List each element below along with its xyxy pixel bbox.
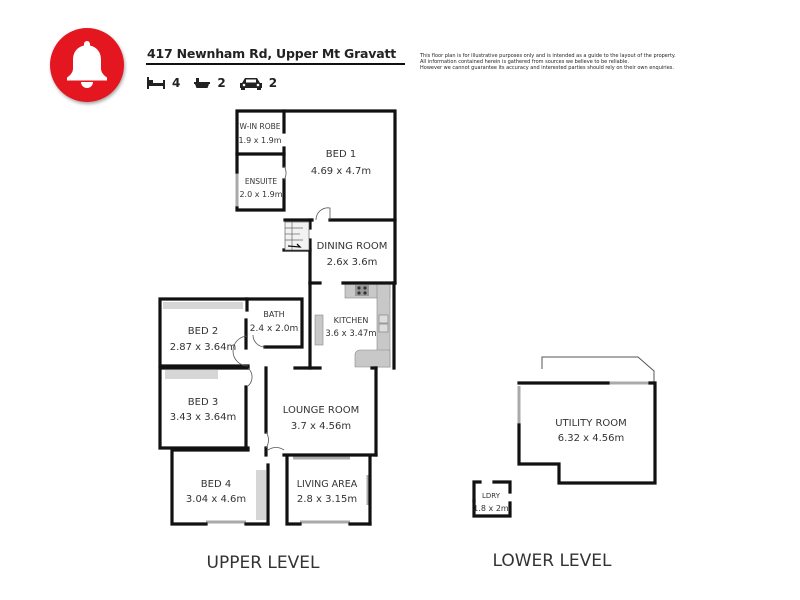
room-size: 3.6 x 3.47m [325, 329, 376, 339]
disclaimer: This floor plan is for illustrative purp… [420, 53, 795, 71]
room-size: 6.32 x 4.56m [558, 433, 625, 444]
cars-feature: 2 [239, 76, 278, 90]
cars-count: 2 [268, 76, 278, 90]
room-bed1: BED 1 4.69 x 4.7m [311, 149, 371, 177]
walls-lower [472, 381, 657, 518]
bathrooms-count: 2 [217, 76, 226, 90]
windows-lower [517, 381, 650, 425]
room-size: 2.4 x 2.0m [250, 324, 298, 334]
deck-outline [541, 356, 655, 382]
property-address: 417 Newnham Rd, Upper Mt Gravatt [147, 46, 397, 61]
bedrooms-count: 4 [172, 76, 181, 90]
room-lounge: LOUNGE ROOM 3.7 x 4.56m [283, 405, 359, 432]
room-bath: BATH 2.4 x 2.0m [250, 310, 298, 334]
bedrooms-feature: 4 [147, 76, 180, 90]
room-size: 4.69 x 4.7m [311, 166, 371, 177]
room-name: LOUNGE ROOM [283, 405, 359, 416]
room-size: 3.43 x 3.64m [170, 412, 237, 423]
room-ensuite: ENSUITE 2.0 x 1.9m [239, 177, 282, 199]
room-size: 1.9 x 1.9m [238, 136, 281, 145]
room-size: 2.6x 3.6m [327, 257, 378, 268]
agency-logo [50, 28, 124, 102]
disclaimer-line: All information contained herein is gath… [420, 59, 629, 65]
car-icon [239, 77, 262, 90]
stairs [284, 221, 310, 251]
door-swings [232, 165, 331, 451]
room-kitchen: KITCHEN 3.6 x 3.47m [325, 316, 376, 339]
bed-icon [147, 77, 165, 89]
disclaimer-line: This floor plan is for illustrative purp… [420, 53, 676, 59]
lower-level-plan: UTILITY ROOM 6.32 x 4.56m LDRY 1.8 x 2m … [472, 356, 657, 571]
upper-level-plan: W-IN ROBE 1.9 x 1.9m ENSUITE 2.0 x 1.9m … [158, 109, 397, 573]
upper-level-title: UPPER LEVEL [207, 553, 320, 573]
room-dining: DINING ROOM 2.6x 3.6m [317, 241, 388, 268]
room-name: UTILITY ROOM [555, 418, 627, 429]
room-name: BED 3 [188, 397, 218, 408]
room-size: 3.04 x 4.6m [186, 494, 246, 505]
room-name: KITCHEN [334, 316, 369, 325]
bathrooms-feature: 2 [194, 76, 226, 90]
room-name: BED 2 [188, 326, 218, 337]
room-name: BATH [263, 310, 284, 319]
room-name: ENSUITE [245, 177, 277, 186]
room-name: LDRY [482, 492, 501, 500]
disclaimer-line: However we cannot guarantee its accuracy… [420, 65, 674, 71]
room-name: BED 4 [201, 479, 231, 490]
wardrobe-shelves [163, 302, 266, 520]
lower-level-title: LOWER LEVEL [492, 551, 612, 571]
room-name: LIVING AREA [297, 479, 358, 490]
sink-icon [378, 314, 389, 333]
room-size: 2.0 x 1.9m [239, 190, 282, 199]
address-underline [146, 63, 405, 65]
room-size: 2.8 x 3.15m [297, 494, 357, 505]
room-bed3: BED 3 3.43 x 3.64m [170, 397, 237, 423]
room-living: LIVING AREA 2.8 x 3.15m [297, 479, 358, 505]
bath-icon [194, 78, 211, 88]
room-name: DINING ROOM [317, 241, 388, 252]
room-size: 3.7 x 4.56m [291, 421, 351, 432]
walls-upper [158, 109, 397, 526]
room-walkin-robe: W-IN ROBE 1.9 x 1.9m [238, 122, 281, 145]
bell-icon [67, 41, 107, 88]
room-size: 1.8 x 2m [473, 504, 509, 513]
room-size: 2.87 x 3.64m [170, 342, 237, 353]
room-bed2: BED 2 2.87 x 3.64m [170, 326, 237, 353]
room-name: W-IN ROBE [239, 122, 280, 131]
room-laundry: LDRY 1.8 x 2m [473, 492, 509, 513]
room-name: BED 1 [326, 149, 356, 160]
cooktop-icon [355, 285, 369, 296]
room-bed4: BED 4 3.04 x 4.6m [186, 479, 246, 505]
property-features: 4 2 2 [147, 74, 291, 92]
room-utility: UTILITY ROOM 6.32 x 4.56m [555, 418, 627, 444]
